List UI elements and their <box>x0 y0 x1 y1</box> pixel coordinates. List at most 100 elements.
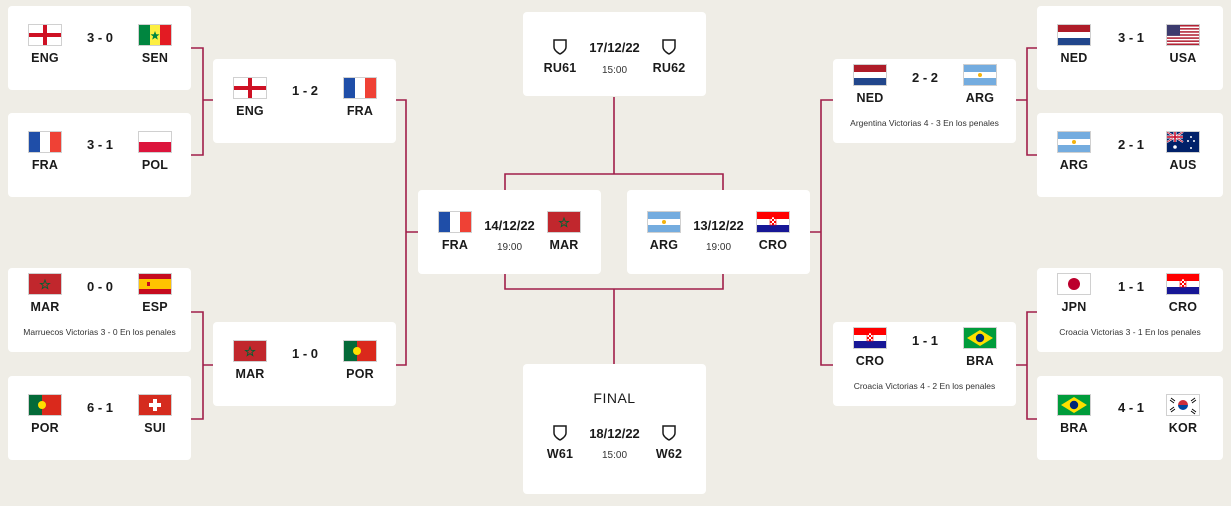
match-card-por-sui[interactable]: POR 6 - 1 SUI <box>8 376 191 460</box>
team-home: MAR <box>220 341 280 381</box>
penalty-note: Marruecos Victorias 3 - 0 En los penales <box>23 327 176 337</box>
team-code: MAR <box>235 367 265 381</box>
penalty-note: Croacia Victorias 4 - 2 En los penales <box>853 381 996 391</box>
team-home: NED <box>840 65 900 105</box>
match-card-eng-sen[interactable]: ENG 3 - 0 SEN <box>8 6 191 90</box>
match-date: 13/12/22 <box>693 218 744 233</box>
match-card-arg-aus[interactable]: ARG 2 - 1 AUS <box>1037 113 1223 197</box>
team-away: CRO <box>743 212 803 252</box>
brazil-flag-icon <box>1058 395 1090 415</box>
team-away: W62 <box>639 424 699 461</box>
match-score: 1 - 2 <box>291 83 318 98</box>
match-card-mar-esp[interactable]: MAR 0 - 0 ESP Marruecos Victorias 3 - 0 … <box>8 268 191 352</box>
match-card-ned-usa[interactable]: NED 3 - 1 USA <box>1037 6 1223 90</box>
team-away: RU62 <box>639 38 699 75</box>
team-home: ENG <box>220 78 280 118</box>
england-flag-icon <box>29 25 61 45</box>
match-score: 4 - 1 <box>1117 400 1144 415</box>
argentina-flag-icon <box>648 212 680 232</box>
team-code: NED <box>856 91 884 105</box>
team-code: ENG <box>236 104 264 118</box>
shield-icon <box>553 39 567 55</box>
team-away: POL <box>125 132 185 172</box>
croatia-flag-icon <box>854 328 886 348</box>
team-away: USA <box>1153 25 1213 65</box>
match-card-mar-por[interactable]: MAR 1 - 0 POR <box>213 322 396 406</box>
usa-flag-icon <box>1167 25 1199 45</box>
team-home: ARG <box>1044 132 1104 172</box>
netherlands-flag-icon <box>854 65 886 85</box>
team-code: SEN <box>141 51 169 65</box>
match-card-eng-fra[interactable]: ENG 1 - 2 FRA <box>213 59 396 143</box>
shield-icon <box>553 425 567 441</box>
match-time: 19:00 <box>705 242 732 253</box>
team-away: CRO <box>1153 274 1213 314</box>
match-card-cro-bra[interactable]: CRO 1 - 1 BRA Croacia Victorias 4 - 2 En… <box>833 322 1016 406</box>
penalty-note: Argentina Victorias 4 - 3 En los penales <box>850 118 999 128</box>
morocco-flag-icon <box>29 274 61 294</box>
team-code: POR <box>31 421 59 435</box>
match-date: 14/12/22 <box>484 218 535 233</box>
match-score: 3 - 1 <box>1117 30 1144 45</box>
japan-flag-icon <box>1058 274 1090 294</box>
morocco-flag-icon <box>548 212 580 232</box>
portugal-flag-icon <box>29 395 61 415</box>
team-code: POL <box>141 158 169 172</box>
team-code: USA <box>1169 51 1197 65</box>
team-code: MAR <box>30 300 60 314</box>
team-home: FRA <box>15 132 75 172</box>
match-card-bra-kor[interactable]: BRA 4 - 1 KOR <box>1037 376 1223 460</box>
match-date: 18/12/22 <box>589 426 640 441</box>
team-code: CRO <box>758 238 788 252</box>
team-away: POR <box>330 341 390 381</box>
team-code: BRA <box>1060 421 1088 435</box>
team-code: ENG <box>31 51 59 65</box>
korea-flag-icon <box>1167 395 1199 415</box>
france-flag-icon <box>439 212 471 232</box>
match-card-third-place[interactable]: RU61 17/12/22 15:00 RU62 <box>523 12 706 96</box>
match-card-fra-mar[interactable]: FRA 14/12/22 19:00 MAR <box>418 190 601 274</box>
match-card-fra-pol[interactable]: FRA 3 - 1 POL <box>8 113 191 197</box>
poland-flag-icon <box>139 132 171 152</box>
england-flag-icon <box>234 78 266 98</box>
team-away: AUS <box>1153 132 1213 172</box>
morocco-flag-icon <box>234 341 266 361</box>
team-away: FRA <box>330 78 390 118</box>
final-label: FINAL <box>593 390 636 406</box>
team-code: BRA <box>966 354 994 368</box>
portugal-flag-icon <box>344 341 376 361</box>
france-flag-icon <box>344 78 376 98</box>
brazil-flag-icon <box>964 328 996 348</box>
penalty-note: Croacia Victorias 3 - 1 En los penales <box>1059 327 1201 337</box>
match-time: 15:00 <box>601 65 628 76</box>
team-code: ARG <box>965 91 995 105</box>
team-code: W62 <box>655 447 683 461</box>
team-code: ARG <box>1059 158 1089 172</box>
team-away: KOR <box>1153 395 1213 435</box>
team-code: RU62 <box>652 61 686 75</box>
team-away: ARG <box>950 65 1010 105</box>
team-home: POR <box>15 395 75 435</box>
match-score: 1 - 0 <box>291 346 318 361</box>
match-card-ned-arg[interactable]: NED 2 - 2 ARG Argentina Victorias 4 - 3 … <box>833 59 1016 143</box>
match-time: 19:00 <box>496 242 523 253</box>
match-score: 3 - 0 <box>86 30 113 45</box>
team-away: BRA <box>950 328 1010 368</box>
team-home: MAR <box>15 274 75 314</box>
team-code: FRA <box>441 238 469 252</box>
match-score: 2 - 1 <box>1117 137 1144 152</box>
match-card-jpn-cro[interactable]: JPN 1 - 1 CRO Croacia Victorias 3 - 1 En… <box>1037 268 1223 352</box>
match-score: 6 - 1 <box>86 400 113 415</box>
spain-flag-icon <box>139 274 171 294</box>
match-date: 17/12/22 <box>589 40 640 55</box>
senegal-flag-icon <box>139 25 171 45</box>
team-away: SUI <box>125 395 185 435</box>
team-code: W61 <box>546 447 574 461</box>
team-away: ESP <box>125 274 185 314</box>
team-home: JPN <box>1044 274 1104 314</box>
match-card-final[interactable]: FINAL W61 18/12/22 15:00 W62 <box>523 364 706 494</box>
shield-icon <box>662 39 676 55</box>
team-code: SUI <box>144 421 166 435</box>
match-card-arg-cro[interactable]: ARG 13/12/22 19:00 CRO <box>627 190 810 274</box>
